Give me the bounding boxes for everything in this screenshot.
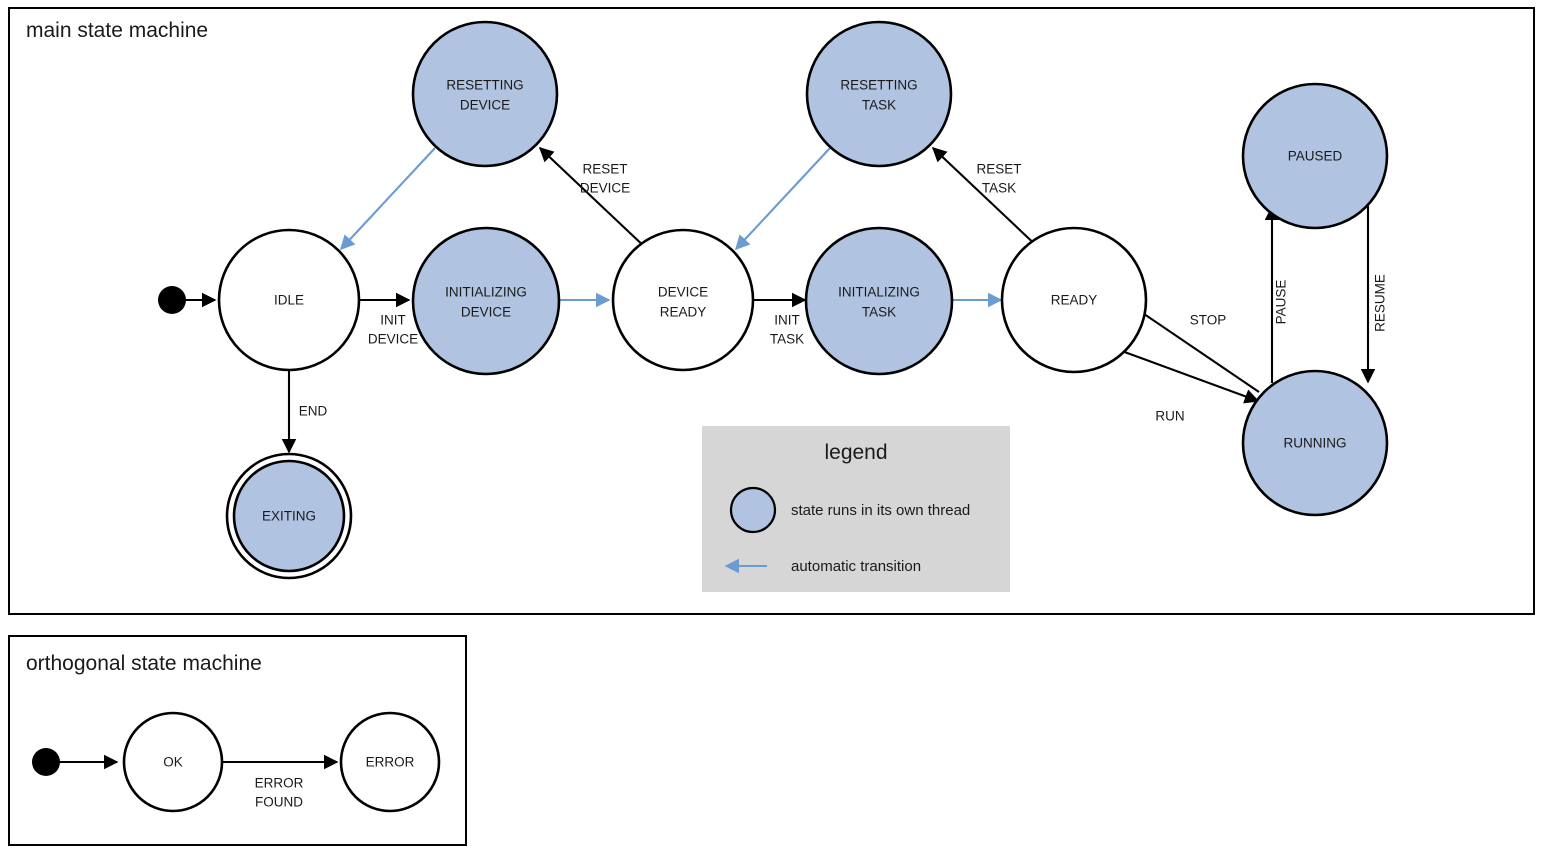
transition-label-line2: DEVICE [580,181,630,196]
transition-running-paused: PAUSE [1264,205,1289,383]
state-label-line2: READY [660,305,707,320]
state-label: READY [1051,293,1098,308]
final-state-outer-ring [225,452,353,580]
transition-label-line2: TASK [770,332,804,347]
state-label: EXITING [262,509,316,524]
state-label: IDLE [274,293,304,308]
state-error[interactable]: ERROR [339,711,441,813]
transition-line [538,146,649,251]
transition-label-line1: RESET [582,162,627,177]
legend-entry-automatic: automatic transition [724,558,921,575]
state-resetting-device[interactable]: RESETTING DEVICE [411,20,559,168]
state-ok[interactable]: OK [122,711,224,813]
initial-state-dot [158,286,186,314]
legend-entry-thread: state runs in its own thread [729,486,970,534]
transition-resetting-task-device-ready [734,147,831,251]
transition-line [1118,349,1260,404]
state-label-line1: INITIALIZING [445,285,527,300]
transition-start-idle [158,286,217,314]
state-ready[interactable]: READY [1000,226,1148,374]
transition-label-line2: DEVICE [368,332,418,347]
state-label: ERROR [366,755,415,770]
state-shape[interactable] [217,228,361,372]
state-shape[interactable] [1241,82,1389,230]
state-label-line1: DEVICE [658,285,708,300]
main-frame-title: main state machine [26,19,208,42]
orthogonal-frame-title: orthogonal state machine [26,652,262,675]
thread-state-swatch-icon [729,486,777,534]
transition-idle-initializing-device: INIT DEVICE [359,292,418,347]
state-label-line2: DEVICE [461,305,511,320]
transition-label-line1: INIT [774,313,800,328]
state-shape[interactable] [411,20,559,168]
state-device-ready[interactable]: DEVICE READY [611,228,755,372]
state-label: OK [163,755,183,770]
transition-line [1123,300,1260,393]
transition-ready-running: RUN [1118,349,1260,424]
transition-ok-error: ERROR FOUND [222,754,339,810]
state-initializing-device[interactable]: INITIALIZING DEVICE [411,226,561,376]
transition-line [931,146,1042,251]
state-label-line2: TASK [862,98,896,113]
state-resetting-task[interactable]: RESETTING TASK [805,20,953,168]
legend-title: legend [824,441,887,464]
state-shape[interactable] [411,226,561,376]
transition-idle-exiting: END [281,370,328,454]
transition-line [734,147,831,251]
state-shape[interactable] [611,228,755,372]
transition-device-ready-initializing-task: INIT TASK [754,292,807,347]
transition-ready-resetting-task: RESET TASK [931,146,1042,251]
state-label-line2: TASK [862,305,896,320]
state-shape[interactable] [1241,369,1389,517]
transition-label-line1: RESUME [1373,274,1388,332]
state-label-line2: DEVICE [460,98,510,113]
transition-label-line1: END [299,404,328,419]
state-label-line1: RESETTING [840,78,917,93]
state-shape[interactable] [232,459,346,573]
state-shape[interactable] [805,20,953,168]
state-running[interactable]: RUNNING [1241,369,1389,517]
transition-label-line2: TASK [982,181,1016,196]
transition-paused-running: RESUME [1360,206,1388,384]
state-initializing-task[interactable]: INITIALIZING TASK [804,226,954,376]
state-shape[interactable] [804,226,954,376]
state-label: PAUSED [1288,149,1343,164]
legend-entry-label: automatic transition [791,558,921,575]
state-label: RUNNING [1284,436,1347,451]
transition-label-line1: INIT [380,313,406,328]
state-label-line1: RESETTING [446,78,523,93]
state-label-line1: INITIALIZING [838,285,920,300]
transition-line [339,147,436,251]
transition-label-line1: STOP [1190,313,1227,328]
transition-label-line1: PAUSE [1274,280,1289,325]
legend: legend state runs in its own thread auto… [702,426,1010,592]
transition-running-ready: STOP [1123,300,1260,393]
initial-state-dot [32,748,60,776]
legend-entry-label: state runs in its own thread [791,502,970,519]
state-shape[interactable] [1000,226,1148,374]
transition-label-line1: RUN [1155,409,1184,424]
transition-resetting-device-idle [339,147,436,251]
transition-start-ok [32,748,119,776]
transition-label-line1: ERROR [255,776,304,791]
transition-label-line2: FOUND [255,795,303,810]
state-shape[interactable] [339,711,441,813]
state-exiting[interactable]: EXITING [225,452,353,580]
state-shape[interactable] [122,711,224,813]
transition-device-ready-resetting-device: RESET DEVICE [538,146,649,251]
state-idle[interactable]: IDLE [217,228,361,372]
transition-label-line1: RESET [976,162,1021,177]
state-paused[interactable]: PAUSED [1241,82,1389,230]
